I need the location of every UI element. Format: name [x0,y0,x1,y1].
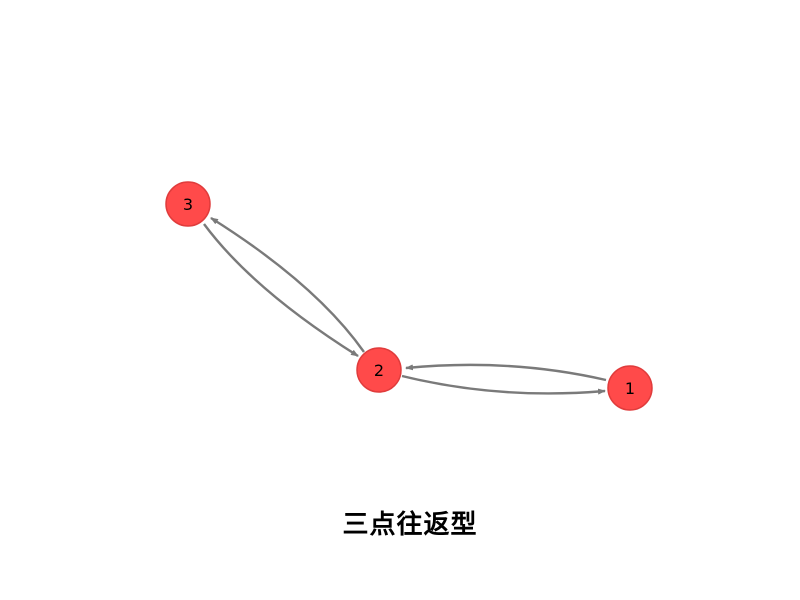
node-3-circle [165,181,211,227]
edge-1-to-2 [405,363,607,382]
node-2-label: 2 [374,361,384,380]
node-2: 2 [356,347,402,393]
node-1: 1 [607,365,653,411]
node-3: 3 [165,181,211,227]
node-1-circle [607,365,653,411]
edge-2-to-1 [401,374,606,395]
node-2-circle [356,347,402,393]
node-3-label: 3 [183,195,193,214]
edge-3-to-2 [203,223,359,358]
diagram-title: 三点往返型 [342,510,478,540]
node-1-label: 1 [625,379,635,398]
edge-2-to-3 [210,216,365,353]
